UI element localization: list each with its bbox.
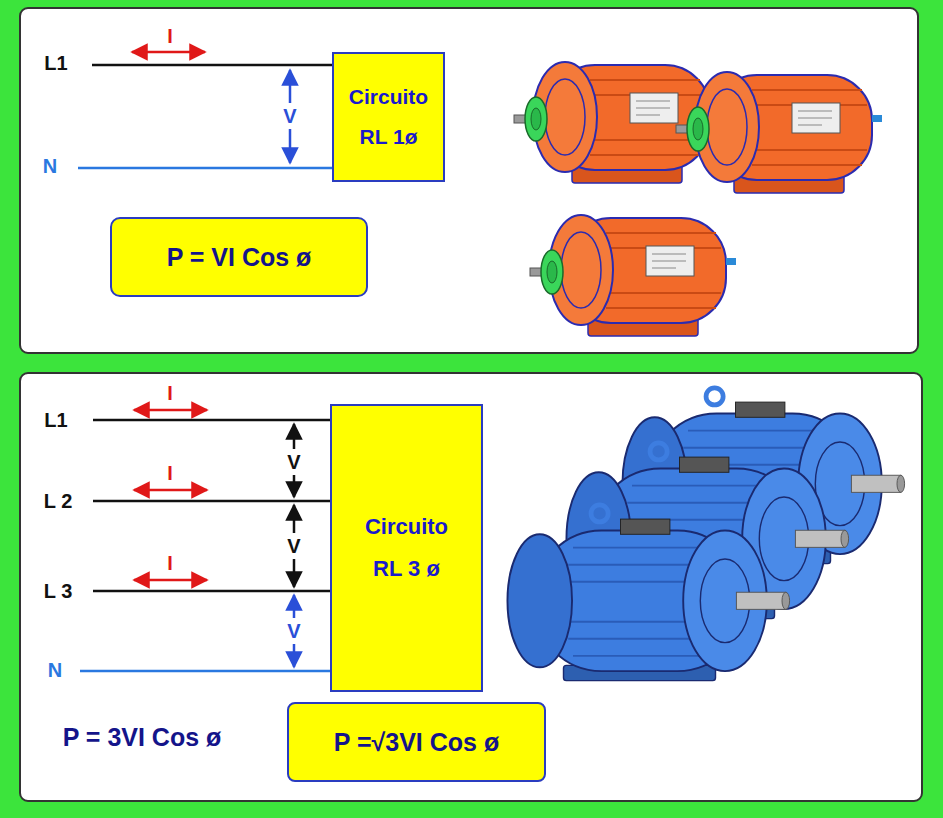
voltage-symbol: V — [284, 449, 303, 475]
current-arrows — [132, 52, 207, 580]
orange-motors — [530, 215, 736, 336]
circuit-box: Circuito RL 1ø — [332, 52, 445, 182]
voltage-symbol: V — [280, 103, 299, 129]
blue-motors — [507, 505, 789, 681]
neutral-name: N — [48, 659, 62, 681]
orange-motors — [676, 72, 882, 193]
node-text: Circuito RL 1ø — [343, 77, 435, 157]
current-symbol: I — [167, 382, 173, 404]
formula-box: P =√3VI Cos ø — [287, 702, 546, 782]
wires — [80, 670, 331, 673]
voltage-symbol: V — [284, 533, 303, 559]
current-arrows — [134, 409, 207, 412]
voltage-symbol: V — [284, 618, 303, 644]
wires — [93, 590, 331, 593]
orange-motors — [514, 62, 882, 336]
formula-text: P = 3VI Cos ø — [63, 724, 222, 752]
blue-motors — [507, 388, 904, 681]
current-symbol: I — [167, 25, 173, 47]
neutral-name: N — [43, 155, 57, 177]
line-name: L1 — [44, 52, 67, 74]
line-name: L 3 — [44, 580, 73, 602]
voltage-arrows — [290, 70, 294, 667]
line-name: L1 — [44, 409, 67, 431]
current-arrows — [134, 489, 207, 492]
current-arrows — [134, 579, 207, 582]
node-text: P =√3VI Cos ø — [334, 727, 499, 757]
wires — [78, 167, 333, 170]
node-text: P = VI Cos ø — [167, 242, 312, 272]
wires — [93, 500, 331, 503]
node-text: Circuito RL 3 ø — [357, 506, 457, 590]
circuit-box: Circuito RL 3 ø — [330, 404, 483, 692]
current-symbol: I — [167, 462, 173, 484]
current-arrows — [132, 51, 205, 54]
wires — [92, 64, 333, 67]
current-symbol: I — [167, 552, 173, 574]
formula-box: P = VI Cos ø — [110, 217, 368, 297]
top-panel — [20, 8, 918, 353]
wires — [93, 419, 331, 422]
line-name: L 2 — [44, 490, 73, 512]
bottom-panel — [20, 373, 922, 801]
wires — [78, 65, 333, 671]
